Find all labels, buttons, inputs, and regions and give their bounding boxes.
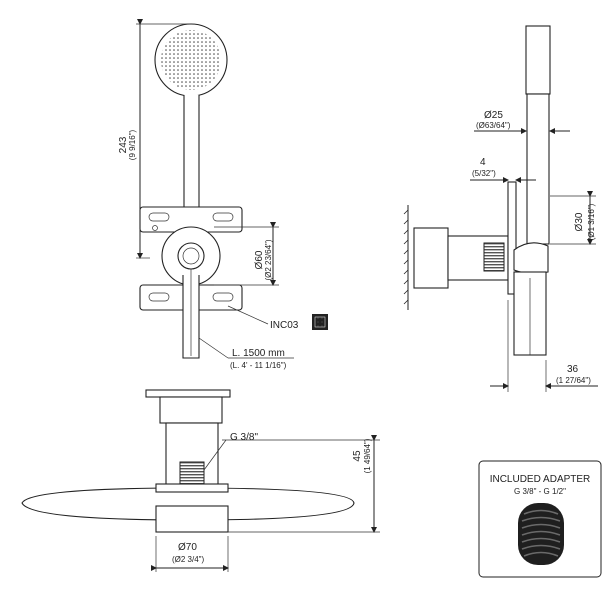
head-side bbox=[525, 25, 551, 95]
thread-label: G 3/8" bbox=[230, 432, 258, 443]
handle-side bbox=[526, 93, 550, 245]
spray-face bbox=[161, 30, 221, 90]
top-flange bbox=[145, 389, 231, 398]
bracket-slot bbox=[212, 212, 234, 222]
dim-25-inch: (Ø63/64") bbox=[476, 121, 511, 130]
adapter-box: INCLUDED ADAPTER G 3/8" - G 1/2" bbox=[478, 460, 602, 578]
dim-60-inch: (Ø2 23/64") bbox=[264, 239, 273, 280]
hose-length: L. 1500 mm bbox=[232, 348, 285, 359]
code-label: INC03 bbox=[270, 320, 299, 331]
dim-45: 45 bbox=[352, 450, 363, 462]
dim-60: Ø60 bbox=[254, 250, 265, 269]
dim-4: 4 bbox=[480, 157, 486, 168]
hose-length-inch: (L. 4' - 11 1/16") bbox=[230, 361, 287, 370]
side-view: Ø25 (Ø63/64") 4 (5/32") Ø30 (Ø1 3/16") 3… bbox=[403, 25, 598, 392]
thread-connector bbox=[483, 242, 505, 272]
dim-36: 36 bbox=[567, 364, 579, 375]
bracket-side bbox=[507, 181, 517, 295]
front-view: 243 (9 9/16") Ø60 (Ø2 23/64") INC03 L. 1… bbox=[118, 19, 328, 370]
dim-30-inch: (Ø1 3/16") bbox=[587, 203, 596, 240]
dim-4-inch: (5/32") bbox=[472, 169, 496, 178]
thread bbox=[179, 461, 205, 485]
dim-25: Ø25 bbox=[484, 110, 503, 121]
dim-45-inch: (1 49/64") bbox=[363, 438, 372, 473]
wall-connector bbox=[413, 227, 449, 289]
dim-36-inch: (1 27/64") bbox=[556, 376, 591, 385]
dim-243-inch: (9 9/16") bbox=[128, 129, 137, 160]
section-view: G 3/8" 45 (1 49/64") Ø70 (Ø2 3/4") bbox=[21, 389, 380, 572]
adapter-spec: G 3/8" - G 1/2" bbox=[514, 487, 566, 496]
dim-70: Ø70 bbox=[178, 542, 197, 553]
dim-70-inch: (Ø2 3/4") bbox=[172, 555, 205, 564]
wall-plate bbox=[21, 487, 355, 521]
dim-243: 243 bbox=[118, 136, 129, 153]
dim-30: Ø30 bbox=[574, 212, 585, 231]
bracket-slot bbox=[148, 212, 170, 222]
rosette bbox=[155, 505, 229, 533]
adapter-title: INCLUDED ADAPTER bbox=[490, 474, 591, 485]
